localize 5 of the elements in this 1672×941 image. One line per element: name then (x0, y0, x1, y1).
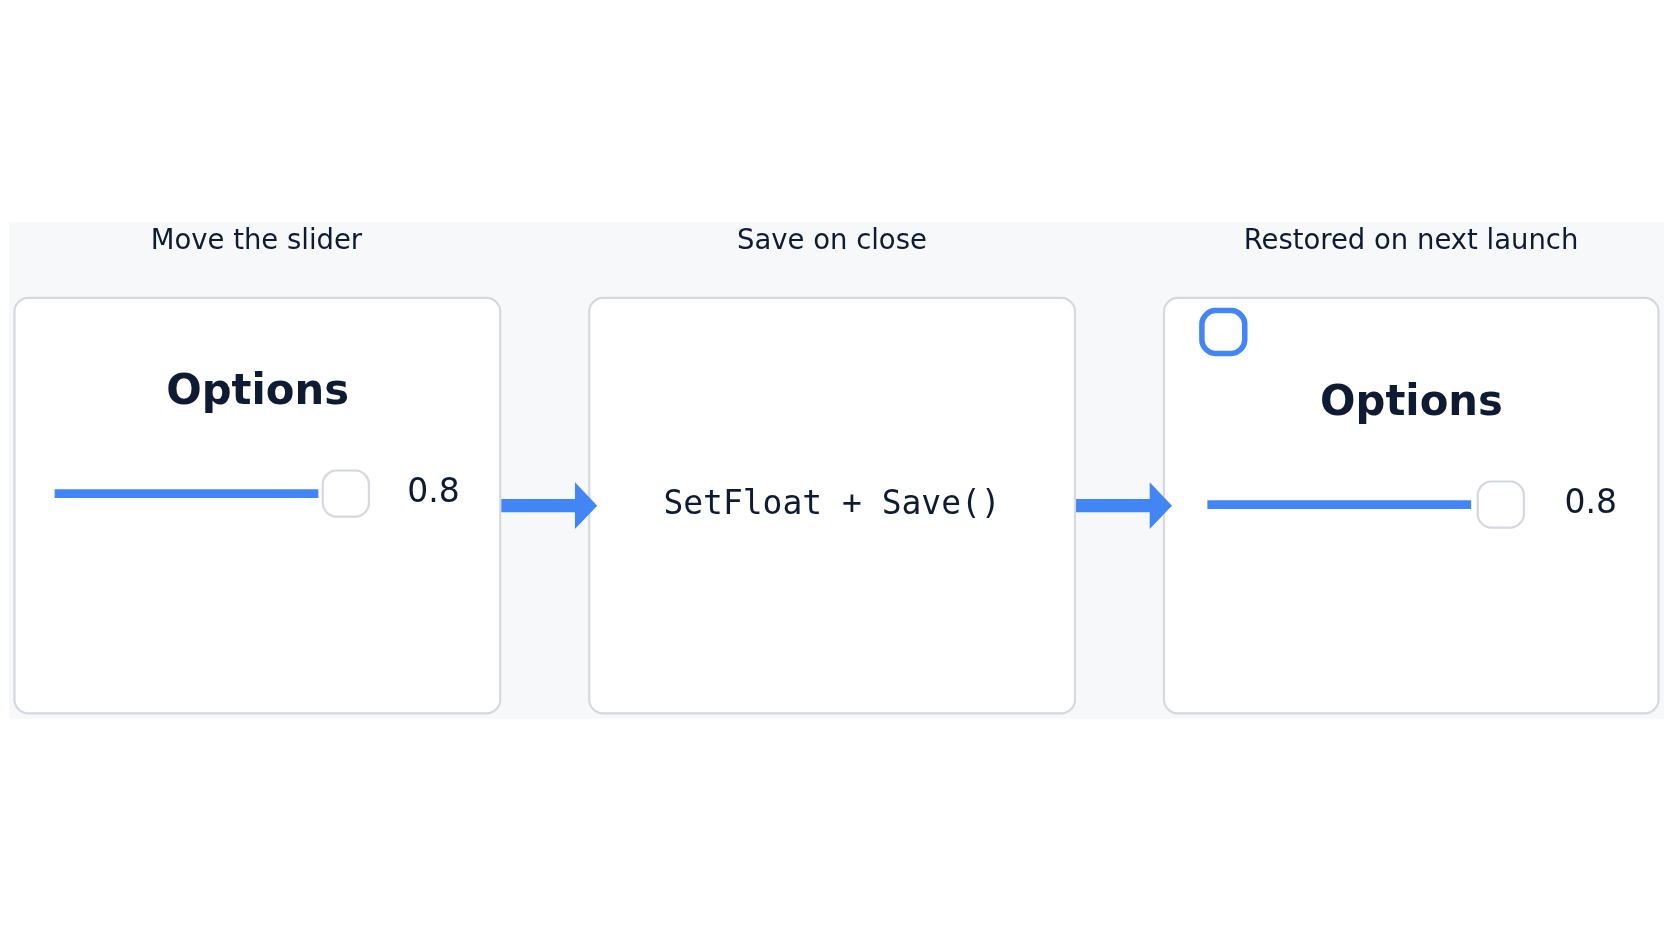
node-label: Move the slider (150, 223, 362, 255)
arrow (500, 482, 597, 530)
node-label: Save on close (736, 223, 927, 255)
arrow (1075, 482, 1172, 530)
node-label: Restored on next launch (1243, 223, 1578, 255)
